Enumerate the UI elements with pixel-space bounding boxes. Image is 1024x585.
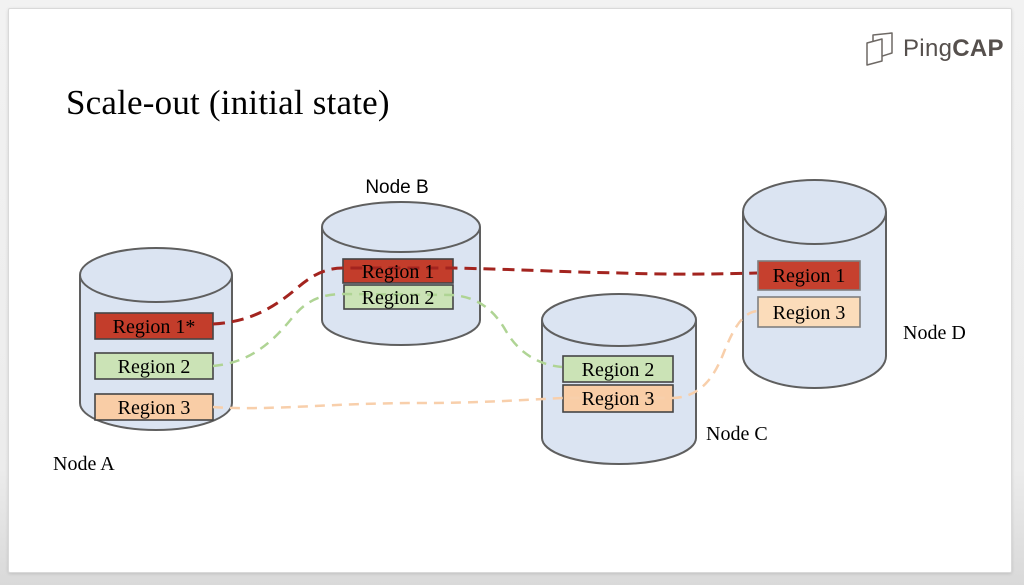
- node-d-region-3-label: Region 3: [773, 302, 846, 324]
- node-c-label: Node C: [706, 423, 768, 445]
- node-a-region-2-label: Region 2: [118, 356, 191, 378]
- node-d-region-1-box: [757, 260, 861, 291]
- region-2-replication-link: [212, 292, 563, 369]
- node-d-region-1-label: Region 1: [773, 265, 846, 287]
- node-d-label: Node D: [903, 322, 966, 344]
- node-c-region-3-box: [562, 384, 674, 413]
- node-b-region-2-label: Region 2: [362, 287, 435, 309]
- node-b-region-1-label: Region 1: [362, 261, 435, 283]
- node-b-region-1-box: [342, 258, 454, 284]
- node-a-region-3-box: [94, 393, 214, 421]
- node-d-region-3-box: [757, 296, 861, 328]
- node-a-region-3-label: Region 3: [118, 397, 191, 419]
- page-title: Scale-out (initial state): [66, 83, 390, 122]
- logo-text-bold: CAP: [952, 35, 1004, 62]
- node-c-region-2-label: Region 2: [582, 359, 655, 381]
- region-1-replication-link: [212, 266, 758, 326]
- node-c-region-2-box: [562, 355, 674, 383]
- node-a-region-1-label: Region 1*: [113, 316, 196, 338]
- node-b-label: Node B: [365, 177, 428, 198]
- pingcap-logo-icon: [866, 32, 893, 66]
- node-d-cylinder: [742, 179, 887, 389]
- pingcap-logo-text: PingCAP: [903, 35, 1004, 63]
- region-3-replication-link: [212, 309, 759, 410]
- node-c-region-3-label: Region 3: [582, 388, 655, 410]
- pingcap-logo: PingCAP: [862, 31, 1004, 67]
- logo-text-regular: Ping: [903, 35, 953, 62]
- node-b-region-2-box: [343, 284, 454, 310]
- node-a-region-1-box: [94, 312, 214, 340]
- node-a-label: Node A: [53, 453, 115, 475]
